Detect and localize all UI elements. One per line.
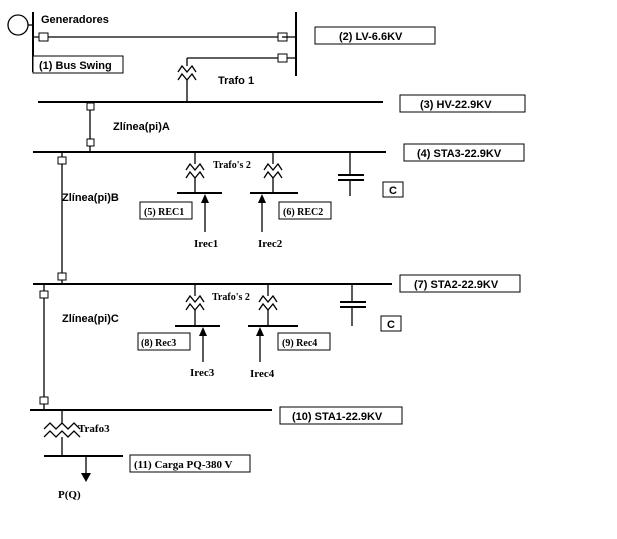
- bus3-box: [399, 94, 526, 113]
- pq-label: P(Q): [58, 489, 81, 501]
- bus1-box: [32, 55, 124, 74]
- generator-symbol: [7, 14, 29, 36]
- bus9-box: [277, 332, 331, 351]
- cap1-label: C: [389, 185, 397, 197]
- bus10-label: (10) STA1-22.9KV: [292, 411, 383, 423]
- trafos2a-symbol: [185, 152, 283, 193]
- breaker-1: [38, 32, 49, 42]
- irec3-arrow: [199, 327, 207, 336]
- bus2-label: (2) LV-6.6KV: [339, 31, 403, 43]
- capacitor-2: [340, 284, 366, 326]
- breaker-5: [86, 138, 95, 147]
- bus8-box: [137, 332, 191, 351]
- breaker-3: [277, 53, 288, 63]
- bus4-label: (4) STA3-22.9KV: [417, 148, 502, 160]
- bus4-box: [403, 143, 525, 162]
- bus1-label: (1) Bus Swing: [39, 60, 112, 72]
- cap1-box: [382, 181, 404, 198]
- trafos2b-label: Trafo's 2: [212, 292, 250, 303]
- trafo3-label: Trafo3: [78, 423, 110, 435]
- zlineaA-label: Zlínea(pi)A: [113, 121, 170, 133]
- zlineaC-label: Zlínea(pi)C: [62, 313, 119, 325]
- bus11-label: (11) Carga PQ-380 V: [134, 459, 233, 471]
- irec2-arrow: [258, 194, 266, 203]
- irec2-label: Irec2: [258, 238, 283, 250]
- irec1-label: Irec1: [194, 238, 218, 250]
- trafos2b-symbol: [185, 284, 278, 326]
- trafo3-symbol: [43, 410, 81, 456]
- irec4-arrow: [256, 327, 264, 336]
- breaker-7: [57, 272, 67, 281]
- zlineaB-label: Zlínea(pi)B: [62, 192, 119, 204]
- breaker-8: [39, 290, 49, 299]
- bus11-box: [129, 454, 251, 473]
- bus2-box: [314, 26, 436, 45]
- bus5-label: (5) REC1: [144, 207, 184, 218]
- load-arrow: [81, 473, 91, 482]
- trafos2a-label: Trafo's 2: [213, 160, 251, 171]
- trafo1-symbol: [177, 64, 197, 82]
- bus7-box: [399, 274, 521, 293]
- irec1-arrow: [201, 194, 209, 203]
- bus3-label: (3) HV-22.9KV: [420, 99, 492, 111]
- bus6-box: [278, 201, 332, 220]
- bus7-label: (7) STA2-22.9KV: [414, 279, 499, 291]
- bus6-label: (6) REC2: [283, 207, 323, 218]
- breaker-6: [57, 156, 67, 165]
- bus8-label: (8) Rec3: [141, 338, 176, 349]
- bus9-label: (9) Rec4: [282, 338, 317, 349]
- trafo1-label: Trafo 1: [218, 75, 254, 87]
- cap2-label: C: [387, 319, 395, 331]
- breaker-4: [86, 102, 95, 111]
- cap2-box: [380, 315, 402, 332]
- breaker-9: [39, 396, 49, 405]
- bus5-box: [139, 201, 193, 220]
- capacitor-1: [338, 152, 364, 196]
- irec4-label: Irec4: [250, 368, 275, 380]
- bus10-box: [279, 406, 403, 425]
- generadores-label: Generadores: [41, 14, 109, 26]
- irec3-label: Irec3: [190, 367, 215, 379]
